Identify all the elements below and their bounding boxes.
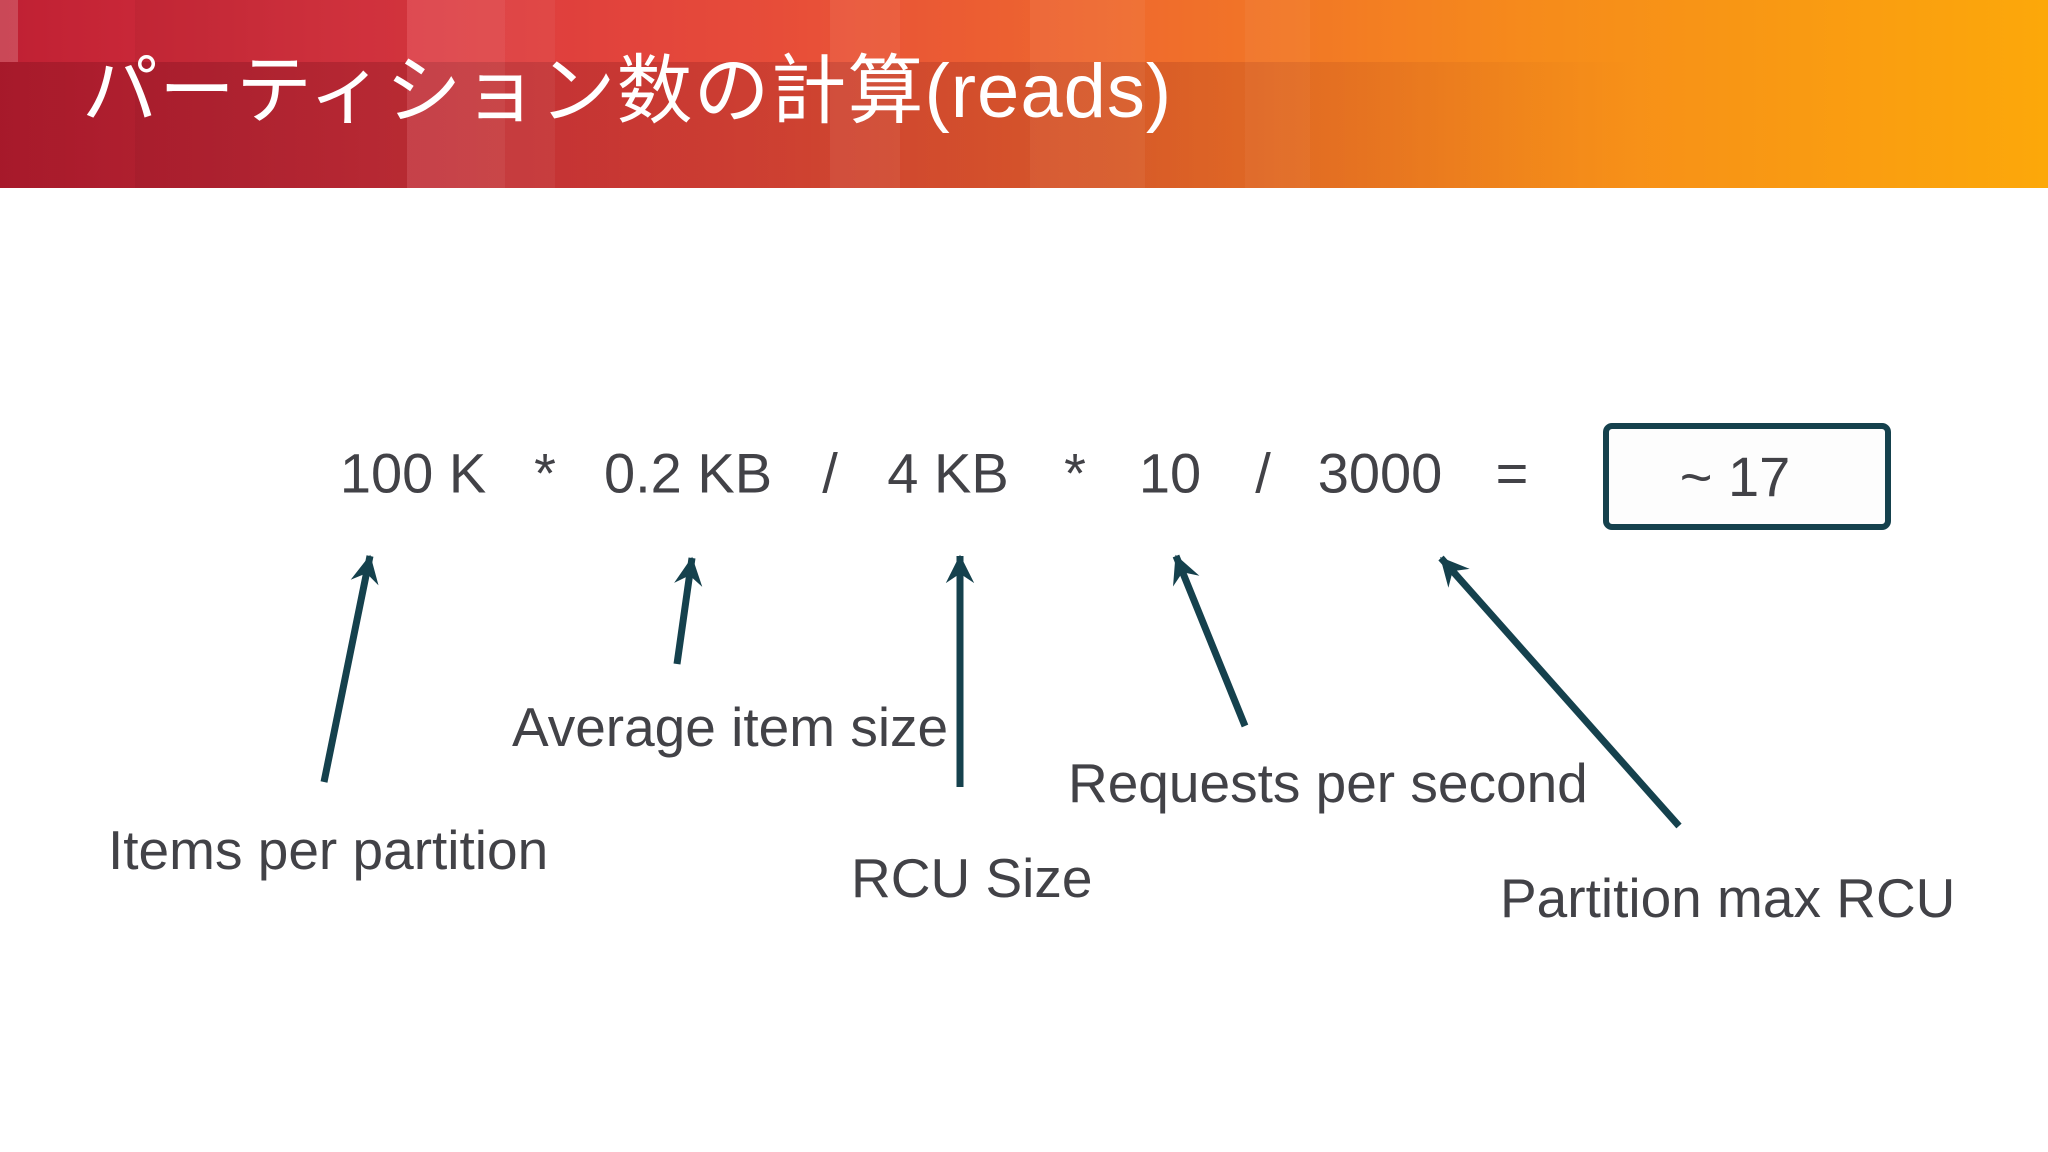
header-mosaic-square xyxy=(0,0,18,62)
annotation-arrow xyxy=(320,554,379,783)
header-mosaic-stripe xyxy=(1030,0,1145,188)
formula-token: 100 K xyxy=(339,441,487,505)
annotation-label: Items per partition xyxy=(108,819,549,881)
annotation-label: Requests per second xyxy=(1068,752,1588,814)
annotation-label: Partition max RCU xyxy=(1500,867,1956,929)
formula-token: * xyxy=(534,441,556,505)
annotation-arrow xyxy=(673,556,703,665)
header-mosaic-stripe xyxy=(135,0,407,188)
formula-token: / xyxy=(822,441,838,505)
result-box: ~ 17 xyxy=(1603,423,1891,530)
header-mosaic-stripe xyxy=(407,0,505,188)
slide-header: パーティション数の計算(reads) xyxy=(0,0,2048,188)
formula-token: 4 KB xyxy=(887,441,1009,505)
result-value: ~ 17 xyxy=(1679,445,1791,508)
formula-token: 10 xyxy=(1138,441,1202,505)
formula-token: * xyxy=(1064,441,1086,505)
formula-token: / xyxy=(1255,441,1271,505)
formula-token: 0.2 KB xyxy=(603,441,773,505)
header-mosaic-stripe xyxy=(1245,0,1310,188)
header-mosaic-stripe xyxy=(505,0,555,188)
formula-token: 3000 xyxy=(1317,441,1443,505)
annotation-arrow xyxy=(1172,554,1249,728)
formula-token: = xyxy=(1495,441,1529,505)
slide-title: パーティション数の計算(reads) xyxy=(82,49,1173,134)
header-dark-band xyxy=(0,62,2048,188)
header-mosaic-stripe xyxy=(830,0,900,188)
annotation-label: RCU Size xyxy=(851,847,1093,909)
annotation-label: Average item size xyxy=(512,696,949,758)
